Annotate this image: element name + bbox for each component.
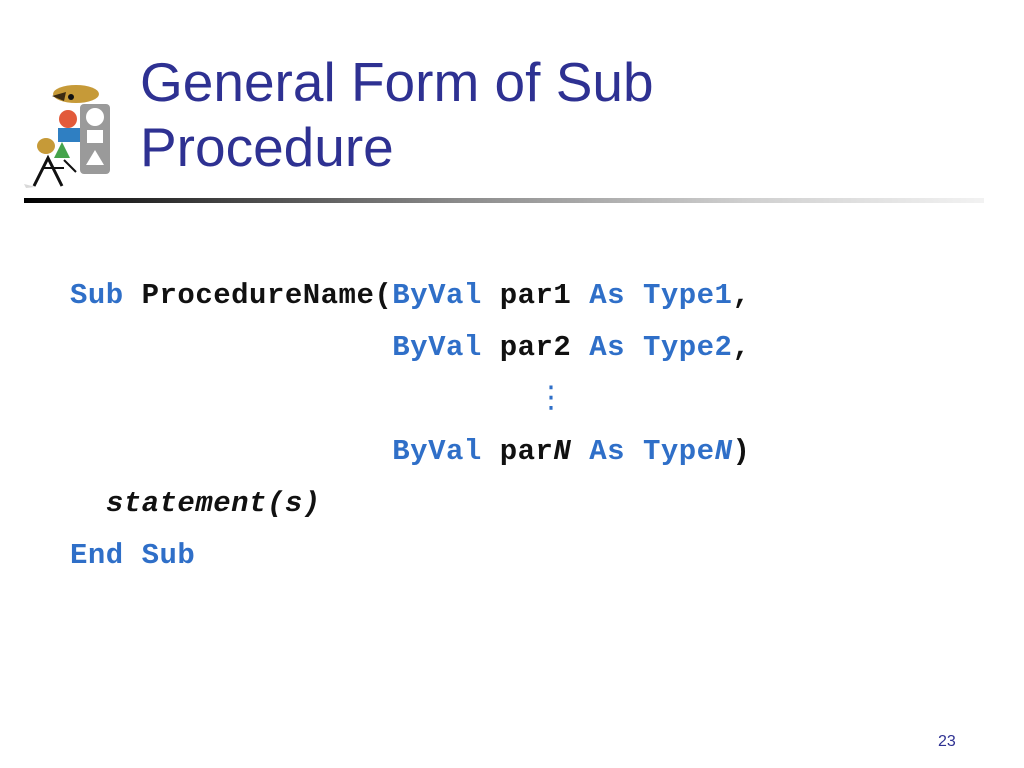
vertical-ellipsis: ⋮ [536, 380, 566, 415]
characters-with-shapes-icon [24, 84, 120, 188]
code-keyword-as: As [589, 331, 626, 364]
code-keyword-byval: ByVal [392, 279, 482, 312]
code-punctuation: , [732, 279, 751, 312]
code-keyword-as: As [589, 435, 626, 468]
code-keyword-as: As [589, 279, 626, 312]
code-procedure-name: ProcedureName( [141, 279, 393, 312]
code-keyword-end: End [70, 539, 124, 572]
code-keyword-sub: Sub [70, 279, 124, 312]
code-type-prefix: Type [642, 435, 715, 468]
code-punctuation: ) [732, 435, 751, 468]
page-number: 23 [938, 733, 956, 750]
title-divider [24, 198, 984, 203]
code-keyword-byval: ByVal [392, 331, 482, 364]
code-keyword-sub: Sub [141, 539, 196, 572]
code-parameter-suffix: N [553, 435, 572, 468]
code-type: Type2 [642, 331, 733, 364]
title-line-1: General Form of Sub [140, 51, 654, 113]
code-type-suffix: N [714, 435, 733, 468]
code-parameter-prefix: par [499, 435, 554, 468]
title-line-2: Procedure [140, 116, 394, 178]
code-parameter: par1 [499, 279, 572, 312]
code-block: Sub ProcedureName(ByVal par1 As Type1, B… [70, 270, 750, 582]
code-keyword-byval: ByVal [392, 435, 482, 468]
code-parameter: par2 [499, 331, 572, 364]
slide-title: General Form of Sub Procedure [140, 50, 654, 180]
code-punctuation: , [732, 331, 751, 364]
code-statement: statement(s) [105, 487, 321, 520]
code-type: Type1 [642, 279, 733, 312]
